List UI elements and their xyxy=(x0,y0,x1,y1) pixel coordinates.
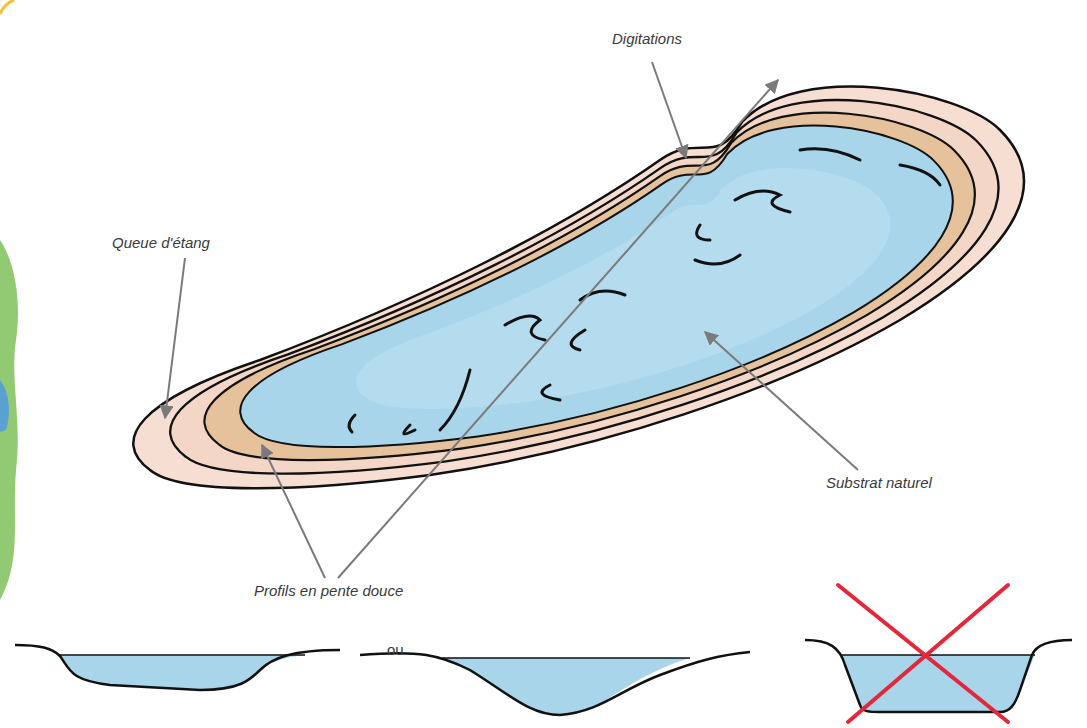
separator-word: ou xyxy=(387,641,404,659)
leader-line xyxy=(705,332,858,470)
side-decoration xyxy=(0,380,9,432)
leader-line xyxy=(165,258,185,418)
part-label: Digitations xyxy=(612,30,682,48)
leader-line xyxy=(262,445,325,578)
leader-lines xyxy=(165,62,858,578)
leader-line xyxy=(338,80,778,578)
corner-decoration xyxy=(0,0,14,14)
part-label: Substrat naturel xyxy=(826,474,932,492)
water-ripples xyxy=(349,149,940,434)
part-label: Queue d'étang xyxy=(112,234,210,252)
leader-line xyxy=(652,62,686,158)
side-decoration xyxy=(0,240,18,600)
pond-bands xyxy=(133,86,1024,488)
part-label: Profils en pente douce xyxy=(254,582,403,600)
wrong-mark xyxy=(838,585,1008,722)
profile-sections xyxy=(15,585,1072,722)
